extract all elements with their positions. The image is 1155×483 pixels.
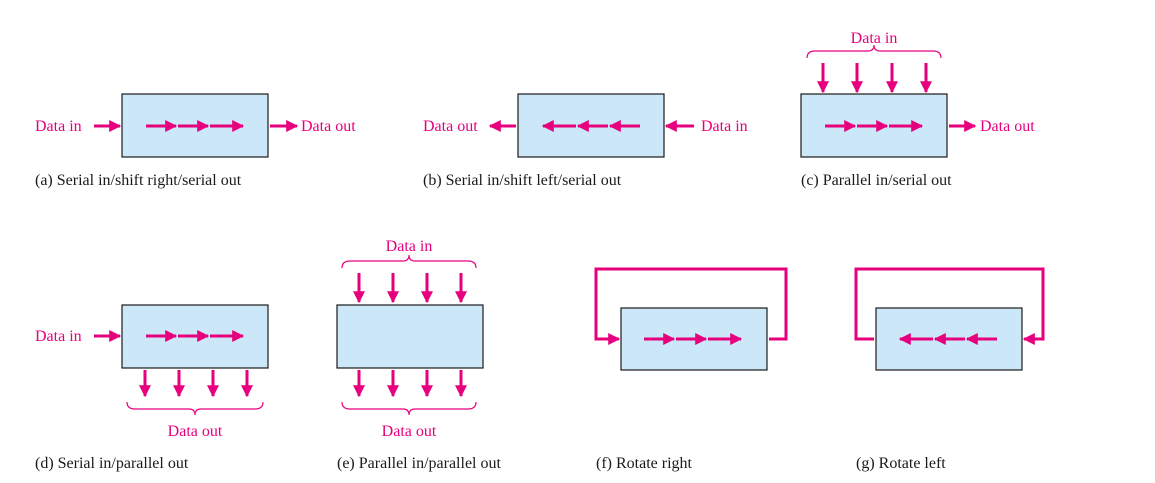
- caption-a: (a) Serial in/shift right/serial out: [35, 172, 242, 189]
- parallel-input-arrows: [817, 63, 932, 94]
- panel-c: Data in Data out (c) Parallel in/serial …: [800, 30, 1035, 189]
- caption-d: (d) Serial in/parallel out: [35, 455, 189, 472]
- input-brace: [806, 44, 942, 59]
- panel-e: Data in Data out (e) Parallel in/paralle…: [336, 238, 501, 472]
- data-in-label: Data in: [35, 328, 82, 345]
- panel-d: Data in Data out (d) Serial in/parallel …: [35, 304, 269, 472]
- parallel-input-arrows: [353, 273, 467, 304]
- parallel-output-arrows: [139, 370, 253, 398]
- data-out-label: Data out: [980, 118, 1035, 135]
- rotate-feedback-loop: [854, 267, 1045, 345]
- panel-b: Data out Data in (b) Serial in/shift lef…: [423, 93, 748, 189]
- output-brace: [126, 401, 264, 416]
- data-in-label: Data in: [851, 30, 898, 47]
- caption-b: (b) Serial in/shift left/serial out: [423, 172, 622, 189]
- panel-g: (g) Rotate left: [854, 267, 1045, 472]
- rotate-feedback-loop: [594, 267, 788, 345]
- parallel-output-arrows: [353, 370, 467, 398]
- input-brace: [341, 254, 477, 269]
- register-box: [336, 304, 484, 369]
- data-out-label: Data out: [301, 118, 356, 135]
- caption-e: (e) Parallel in/parallel out: [337, 455, 501, 472]
- output-brace: [341, 401, 477, 416]
- panel-a: Data in Data out (a) Serial in/shift rig…: [35, 93, 356, 189]
- data-out-label: Data out: [382, 423, 437, 440]
- data-in-label: Data in: [386, 238, 433, 255]
- data-in-label: Data in: [701, 118, 748, 135]
- caption-f: (f) Rotate right: [596, 455, 693, 472]
- data-in-label: Data in: [35, 118, 82, 135]
- panel-f: (f) Rotate right: [594, 267, 788, 472]
- caption-c: (c) Parallel in/serial out: [801, 172, 952, 189]
- data-out-label: Data out: [423, 118, 478, 135]
- data-out-label: Data out: [168, 423, 223, 440]
- caption-g: (g) Rotate left: [856, 455, 946, 472]
